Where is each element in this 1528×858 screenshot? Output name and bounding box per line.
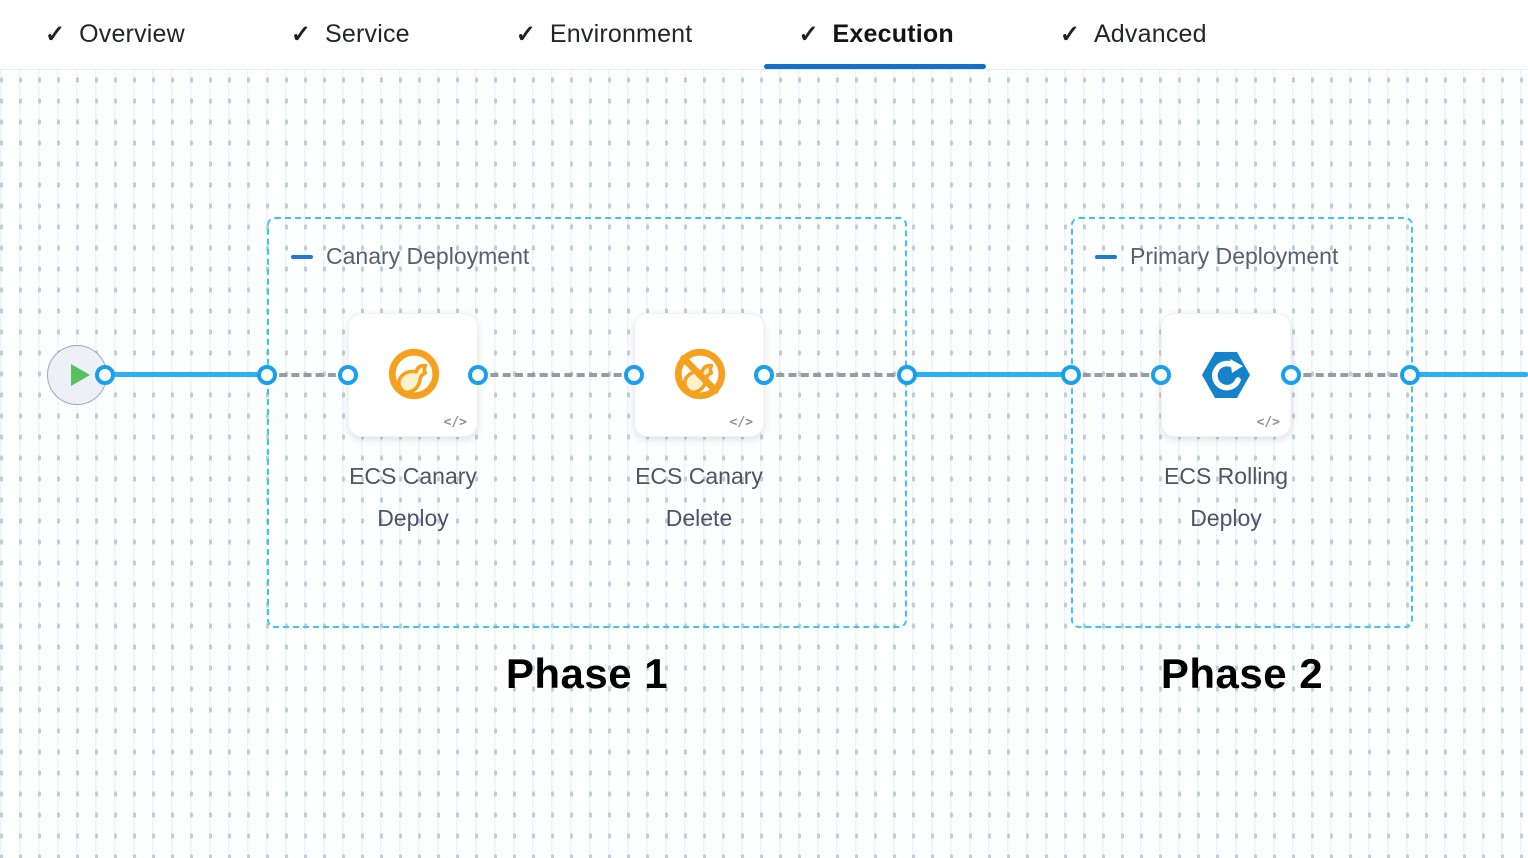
connector-solid [107,372,267,377]
play-icon [70,364,90,386]
tab-execution[interactable]: ✓ Execution [764,0,986,69]
connector-solid [907,372,1071,377]
step-card-ecs-canary-delete[interactable]: </> [634,313,764,437]
check-icon: ✓ [798,20,819,48]
connector-dashed [1071,373,1161,377]
step-card-ecs-canary-deploy[interactable]: </> [348,313,478,437]
group-label: Primary Deployment [1130,243,1339,269]
stage-group-primary-deployment: Primary Deployment [1071,217,1413,628]
stage-group-canary-deployment: Canary Deployment [267,217,907,628]
connector-port[interactable] [468,365,488,385]
ecs-rolling-deploy-icon [1202,352,1250,398]
tab-service[interactable]: ✓ Service [291,0,410,69]
step-label-ecs-rolling-deploy: ECS Rolling Deploy [1164,463,1288,531]
connector-port[interactable] [624,365,644,385]
tab-environment[interactable]: ✓ Environment [516,0,693,69]
tab-label: Execution [832,20,954,48]
step-label-ecs-canary-deploy: ECS Canary Deploy [349,463,477,531]
phase-1-annotation: Phase 1 [505,650,669,697]
code-icon[interactable]: </> [443,415,467,430]
group-label: Canary Deployment [326,243,530,269]
tab-label: Overview [79,20,185,48]
tab-label: Environment [549,20,693,48]
connector-port[interactable] [1151,365,1171,385]
connector-port[interactable] [1400,365,1420,385]
pipeline-canvas[interactable]: Canary Deployment Primary Deployment </>… [0,70,1528,858]
group-collapse-toggle[interactable]: Canary Deployment [291,243,529,270]
tab-overview[interactable]: ✓ Overview [45,0,185,69]
collapse-minus-icon [291,254,313,259]
connector-solid [1410,372,1528,377]
connector-dashed [764,373,907,377]
connector-port[interactable] [897,365,917,385]
check-icon: ✓ [1059,20,1080,48]
connector-port[interactable] [95,365,115,385]
code-icon[interactable]: </> [1256,415,1280,430]
step-card-ecs-rolling-deploy[interactable]: </> [1161,313,1291,437]
connector-port[interactable] [338,365,358,385]
group-collapse-toggle[interactable]: Primary Deployment [1095,243,1338,270]
tab-label: Advanced [1093,20,1207,48]
connector-port[interactable] [754,365,774,385]
canary-deploy-icon [388,348,440,400]
active-tab-underline [764,64,986,69]
step-label-ecs-canary-delete: ECS Canary Delete [635,463,763,531]
connector-dashed [478,373,634,377]
phase-2-annotation: Phase 2 [1160,650,1324,697]
wizard-tab-bar: ✓ Overview ✓ Service ✓ Environment ✓ Exe… [0,0,1528,70]
tab-label: Service [325,20,410,48]
canary-delete-icon [674,348,726,400]
check-icon: ✓ [290,20,312,48]
collapse-minus-icon [1095,254,1117,259]
code-icon[interactable]: </> [729,415,753,430]
tab-advanced[interactable]: ✓ Advanced [1060,0,1207,69]
check-icon: ✓ [515,20,536,48]
connector-port[interactable] [257,365,277,385]
check-icon: ✓ [45,20,66,48]
connector-port[interactable] [1061,365,1081,385]
connector-dashed [267,373,348,377]
connector-dashed [1291,373,1410,377]
connector-port[interactable] [1281,365,1301,385]
